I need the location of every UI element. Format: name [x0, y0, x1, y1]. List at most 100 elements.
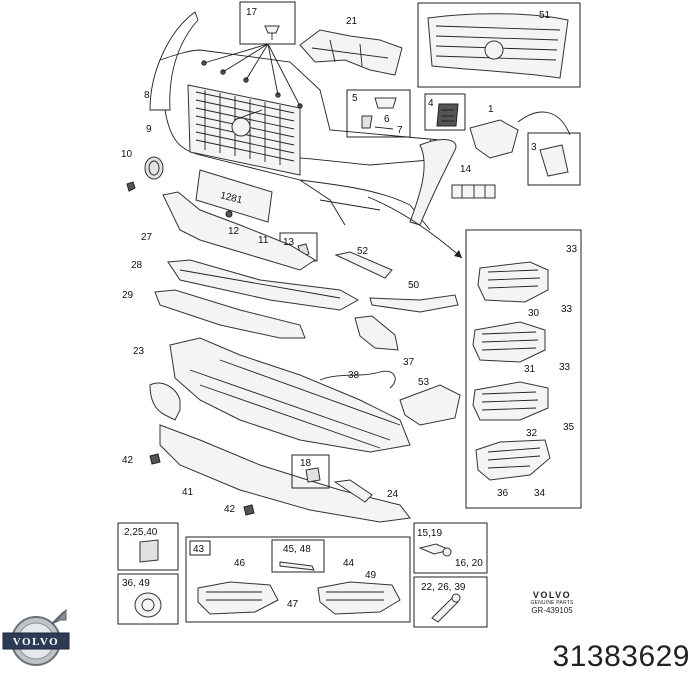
label-50: 50 [408, 280, 420, 291]
box-43 [185, 536, 411, 623]
reinforcement-27 [162, 191, 316, 271]
label-2-25-40: 2,25,40 [124, 527, 158, 538]
trim-31 [472, 321, 546, 363]
label-15-19: 15,19 [417, 528, 442, 539]
label-7: 7 [397, 125, 403, 136]
label-52: 52 [357, 246, 369, 257]
label-13: 13 [283, 237, 295, 248]
label-31: 31 [524, 364, 536, 375]
label-16-20: 16, 20 [455, 558, 483, 569]
trim-46 [197, 581, 279, 615]
label-47: 47 [287, 599, 299, 610]
trim-34 [475, 439, 551, 481]
label-42b: 42 [224, 504, 236, 515]
label-38: 38 [348, 370, 360, 381]
wiring-38 [319, 370, 396, 389]
part-24 [333, 479, 373, 503]
svg-text:1281: 1281 [219, 190, 244, 206]
emblem-9 [144, 156, 164, 180]
trim-44 [317, 581, 401, 615]
trim-30 [477, 261, 549, 303]
skid-plate-41 [149, 382, 411, 523]
label-3: 3 [531, 142, 537, 153]
label-36: 36 [497, 488, 509, 499]
label-45-48: 45, 48 [283, 544, 311, 555]
clip-42-a [149, 453, 161, 465]
label-42a: 42 [122, 455, 134, 466]
label-10: 10 [121, 149, 133, 160]
box-4 [424, 93, 466, 131]
box-18 [291, 454, 330, 489]
label-18: 18 [300, 458, 312, 469]
label-33a: 33 [566, 244, 578, 255]
label-33b: 33 [561, 304, 573, 315]
label-35: 35 [563, 422, 575, 433]
part-53 [399, 384, 461, 426]
part-50 [369, 294, 459, 313]
label-14: 14 [460, 164, 472, 175]
label-32: 32 [526, 428, 538, 439]
label-46: 46 [234, 558, 246, 569]
screw-12 [225, 210, 233, 218]
label-24: 24 [387, 489, 399, 500]
label-8: 8 [144, 90, 150, 101]
label-27: 27 [141, 232, 153, 243]
label-11: 11 [258, 235, 269, 246]
part-14 [451, 184, 496, 199]
label-1: 1 [488, 104, 494, 115]
pointer-arrow [367, 196, 463, 259]
box-51 [417, 2, 581, 88]
grille-8 [187, 84, 301, 176]
brand-word: VOLVO [532, 590, 572, 600]
part-52 [334, 251, 393, 279]
label-30: 30 [528, 308, 540, 319]
box-5-6-7 [346, 89, 411, 138]
side-trim-piece [409, 139, 457, 226]
label-6: 6 [384, 114, 390, 125]
box-2-25-40 [117, 522, 179, 571]
box-36-49 [117, 573, 179, 625]
label-9: 9 [146, 124, 152, 135]
label-17: 17 [246, 7, 258, 18]
bracket-21 [299, 29, 403, 76]
label-29: 29 [122, 290, 134, 301]
label-41: 41 [182, 487, 194, 498]
label-43: 43 [193, 544, 205, 555]
lower-panel-23 [169, 337, 411, 453]
bracket-1 [469, 111, 571, 159]
label-4: 4 [428, 98, 434, 109]
label-51: 51 [539, 10, 551, 21]
brand-sub: GENUINE PARTS [530, 599, 574, 606]
diagram-reference: GR-439105 [531, 606, 573, 616]
label-21: 21 [346, 16, 358, 27]
label-36-49: 36, 49 [122, 578, 150, 589]
trim-box-30-36 [465, 229, 582, 509]
label-12: 12 [228, 226, 240, 237]
beam-29 [154, 289, 306, 339]
box-3 [527, 132, 581, 186]
label-34: 34 [534, 488, 546, 499]
beam-28 [167, 259, 360, 311]
label-28: 28 [131, 260, 143, 271]
label-44: 44 [343, 558, 355, 569]
clip-10 [126, 181, 136, 192]
part-37 [354, 315, 399, 351]
label-23: 23 [133, 346, 145, 357]
volvo-logo: VOLVO [2, 608, 70, 666]
label-22-26-39: 22, 26, 39 [421, 582, 466, 593]
part-number: 31383629 [552, 640, 690, 673]
brand-block: VOLVO GENUINE PARTS GR-439105 [514, 590, 590, 616]
clip-42-b [243, 504, 255, 516]
box-17 [203, 1, 301, 107]
logo-wordmark: VOLVO [13, 636, 59, 648]
label-33c: 33 [559, 362, 571, 373]
callout-labels: 17 21 51 8 5 6 7 4 1 3 9 10 14 12 11 13 … [121, 7, 578, 610]
label-49: 49 [365, 570, 377, 581]
label-53: 53 [418, 377, 430, 388]
box-22-26-39 [413, 576, 488, 628]
label-37: 37 [403, 357, 415, 368]
label-5: 5 [352, 93, 358, 104]
license-plate-holder-11: 1281 [195, 169, 273, 223]
